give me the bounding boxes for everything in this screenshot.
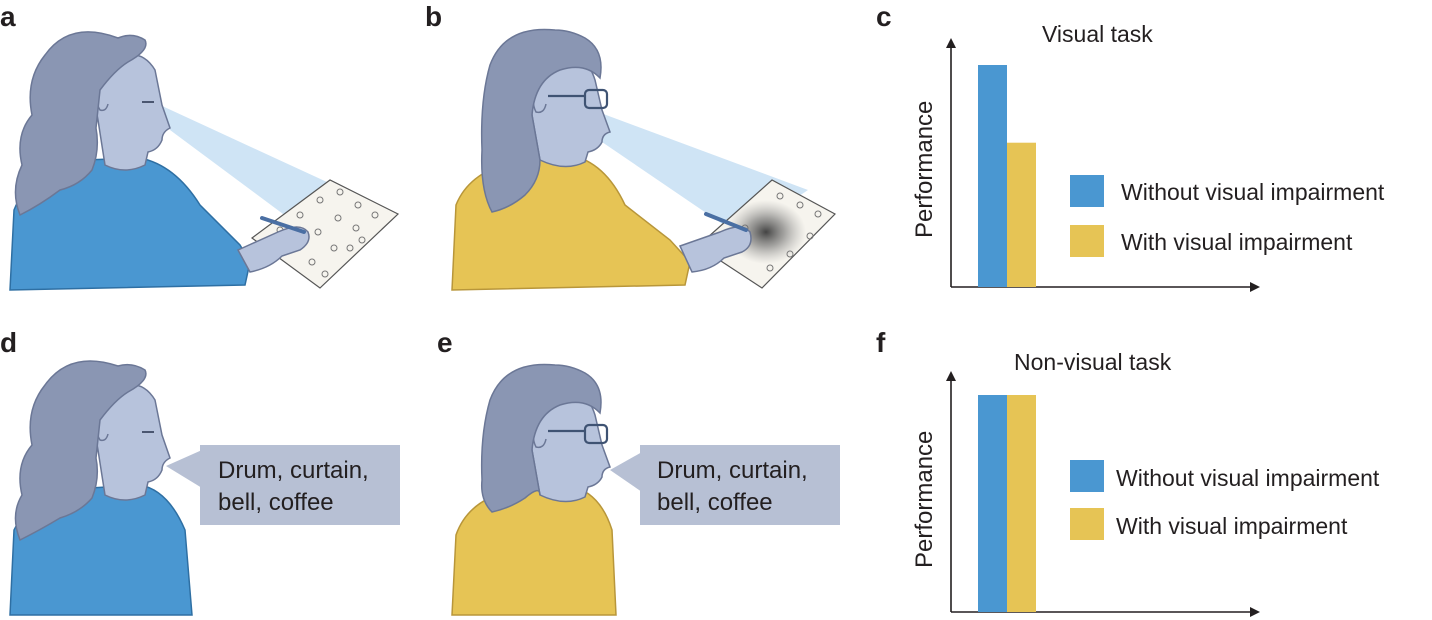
chart-c-x-arrow: [1250, 282, 1260, 292]
chart-f-ylabel: Performance: [911, 431, 938, 568]
hair-d: [14, 360, 147, 542]
chart-c-legend-label-without: Without visual impairment: [1121, 179, 1385, 205]
chart-f-legend-swatch-with: [1070, 508, 1104, 540]
panel-letter-c: c: [876, 1, 892, 32]
chart-f-y-arrow: [946, 371, 956, 381]
panel-letter-f: f: [876, 327, 886, 358]
panel-a-illustration: [9, 31, 400, 291]
panel-letter-b: b: [425, 1, 442, 32]
task-sheet-a: [250, 179, 400, 289]
glasses-b: [548, 88, 609, 110]
chart-c-title: Visual task: [1042, 21, 1153, 47]
chart-c-legend-swatch-without: [1070, 175, 1104, 207]
chart-visual-task: Visual task Performance Without visual i…: [911, 21, 1385, 292]
panel-letter-a: a: [0, 1, 16, 32]
chart-c-legend-label-with: With visual impairment: [1121, 229, 1353, 255]
chart-f-legend-swatch-without: [1070, 460, 1104, 492]
chart-f-title: Non-visual task: [1014, 349, 1172, 375]
panel-d-illustration: Drum, curtain, bell, coffee: [9, 360, 400, 616]
panel-letter-d: d: [0, 327, 17, 358]
speech-line-2-d: bell, coffee: [218, 489, 334, 516]
speech-line-2-e: bell, coffee: [657, 489, 773, 516]
pen-a: [260, 216, 306, 234]
panel-letter-e: e: [437, 327, 453, 358]
speech-bubble-d: Drum, curtain, bell, coffee: [166, 445, 400, 525]
panel-b-illustration: [451, 28, 836, 291]
sweater-e: [451, 485, 617, 616]
chart-f-bar-without: [978, 395, 1007, 612]
chart-f-legend-label-without: Without visual impairment: [1116, 465, 1380, 491]
chart-f-bar-with: [1007, 395, 1036, 612]
chart-f-x-arrow: [1250, 607, 1260, 617]
hair-a: [14, 31, 147, 217]
hair-e: [480, 363, 602, 513]
speech-line-1-d: Drum, curtain,: [218, 457, 369, 484]
chart-c-bar-without: [978, 65, 1007, 287]
pen-b: [704, 212, 748, 232]
chart-non-visual-task: Non-visual task Performance Without visu…: [911, 349, 1380, 617]
chart-c-ylabel: Performance: [911, 101, 938, 238]
panel-e-illustration: Drum, curtain, bell, coffee: [451, 363, 840, 616]
chart-c-legend-swatch-with: [1070, 225, 1104, 257]
chart-c-bar-with: [1007, 142, 1036, 287]
speech-line-1-e: Drum, curtain,: [657, 457, 808, 484]
speech-bubble-e: Drum, curtain, bell, coffee: [610, 445, 840, 525]
hair-b: [480, 28, 602, 213]
chart-f-legend-label-with: With visual impairment: [1116, 513, 1348, 539]
glasses-e: [548, 423, 609, 445]
chart-c-y-arrow: [946, 38, 956, 48]
